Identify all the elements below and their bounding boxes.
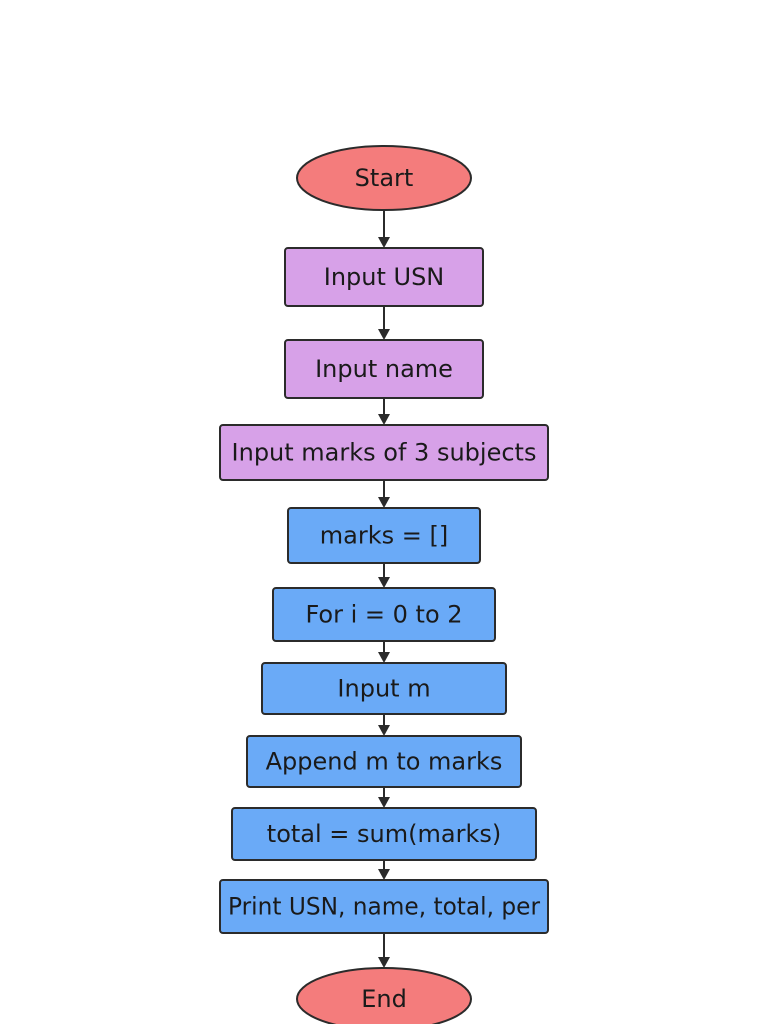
node-label: Input USN: [324, 263, 445, 291]
node-print-result: Print USN, name, total, per: [219, 879, 549, 934]
node-input-m: Input m: [261, 662, 507, 715]
node-input-usn: Input USN: [284, 247, 484, 307]
process-box: [246, 735, 522, 788]
node-start: Start: [296, 145, 472, 211]
arrow-head-icon: [378, 237, 390, 248]
arrow-head-icon: [378, 497, 390, 508]
node-label: marks = []: [320, 522, 448, 550]
arrow-head-icon: [378, 652, 390, 663]
arrow-head-icon: [378, 797, 390, 808]
node-append-m: Append m to marks: [246, 735, 522, 788]
node-label: For i = 0 to 2: [305, 601, 462, 629]
process-box: [231, 807, 537, 861]
terminal-shape: [296, 967, 472, 1024]
node-marks-init: marks = []: [287, 507, 481, 564]
input-box: [284, 339, 484, 399]
node-total-sum: total = sum(marks): [231, 807, 537, 861]
node-label: Input m: [337, 675, 430, 703]
input-box: [284, 247, 484, 307]
node-for-loop: For i = 0 to 2: [272, 587, 496, 642]
process-box: [219, 879, 549, 934]
input-box: [219, 424, 549, 481]
node-input-marks: Input marks of 3 subjects: [219, 424, 549, 481]
process-box: [261, 662, 507, 715]
arrow-head-icon: [378, 725, 390, 736]
node-label: Start: [355, 164, 414, 192]
process-box: [287, 507, 481, 564]
node-label: total = sum(marks): [267, 820, 501, 848]
arrow-head-icon: [378, 869, 390, 880]
node-input-name: Input name: [284, 339, 484, 399]
connectors: [378, 210, 390, 968]
node-label: Input marks of 3 subjects: [232, 439, 537, 467]
arrow-head-icon: [378, 577, 390, 588]
node-label: Input name: [315, 355, 453, 383]
node-label: Print USN, name, total, per: [228, 893, 540, 921]
arrow-head-icon: [378, 329, 390, 340]
terminal-shape: [296, 145, 472, 211]
node-label: End: [361, 985, 407, 1013]
process-box: [272, 587, 496, 642]
node-label: Append m to marks: [266, 748, 503, 776]
arrow-head-icon: [378, 957, 390, 968]
node-end: End: [296, 967, 472, 1024]
arrow-head-icon: [378, 414, 390, 425]
